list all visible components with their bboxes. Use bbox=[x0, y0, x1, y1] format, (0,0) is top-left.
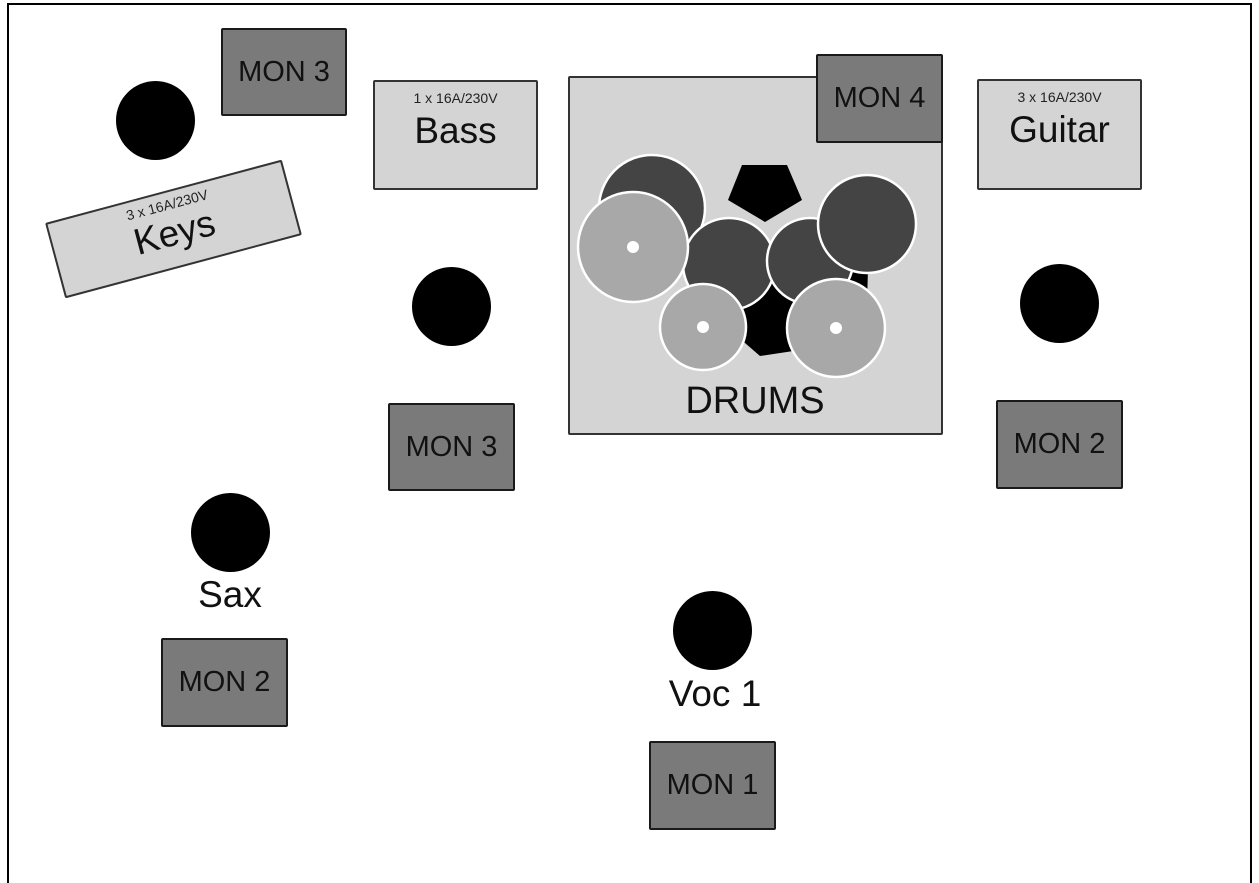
guitar-amp: 3 x 16A/230V Guitar bbox=[977, 79, 1142, 190]
bass-amp: 1 x 16A/230V Bass bbox=[373, 80, 538, 190]
sax-label: Sax bbox=[198, 574, 262, 615]
keys-monitor: MON 3 bbox=[221, 28, 347, 116]
keys-monitor-label: MON 3 bbox=[238, 55, 330, 88]
guitar-monitor-label: MON 2 bbox=[1013, 428, 1106, 460]
cymbal-right-bell bbox=[830, 322, 842, 334]
floor-tom bbox=[816, 173, 918, 275]
sax-monitor-label: MON 2 bbox=[178, 666, 271, 698]
stage-outline bbox=[7, 3, 1252, 883]
drum-throne bbox=[728, 165, 802, 222]
guitar-amp-name: Guitar bbox=[1009, 109, 1110, 150]
bass-amp-name: Bass bbox=[414, 110, 497, 151]
hihat-bell bbox=[697, 321, 709, 333]
guitar-amp-power: 3 x 16A/230V bbox=[1017, 89, 1102, 105]
sax-player bbox=[191, 493, 270, 572]
bass-amp-power: 1 x 16A/230V bbox=[413, 90, 498, 106]
bass-monitor: MON 3 bbox=[388, 403, 515, 491]
vocal-monitor: MON 1 bbox=[649, 741, 776, 830]
drums-monitor-label: MON 4 bbox=[833, 82, 926, 114]
vocal-label: Voc 1 bbox=[668, 673, 762, 714]
guitar-monitor: MON 2 bbox=[996, 400, 1123, 489]
drums-monitor: MON 4 bbox=[816, 54, 943, 143]
sax-monitor: MON 2 bbox=[161, 638, 288, 727]
vocal-monitor-label: MON 1 bbox=[666, 769, 759, 801]
bass-player bbox=[412, 267, 491, 346]
drums-label: DRUMS bbox=[685, 380, 825, 422]
vocal-player bbox=[673, 591, 752, 670]
guitar-player bbox=[1020, 264, 1099, 343]
bass-monitor-label: MON 3 bbox=[405, 430, 498, 463]
keys-player bbox=[116, 81, 195, 160]
cymbal-left-bell bbox=[627, 241, 639, 253]
